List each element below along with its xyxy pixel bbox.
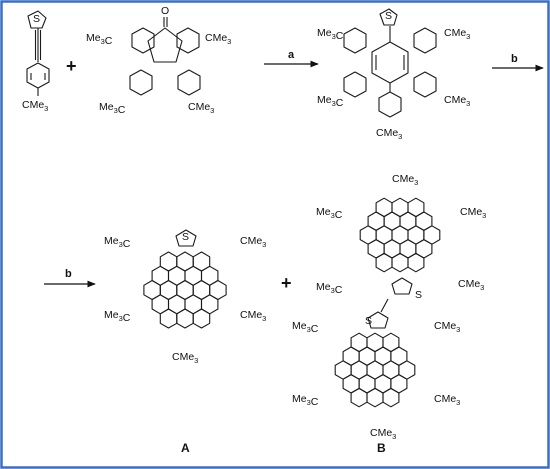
- tbu-label-22: Me3C: [292, 393, 319, 408]
- arrow-a-label: a: [288, 49, 295, 61]
- tbu-label-2: CMe3: [205, 32, 231, 46]
- tbu-label-12: Me3C: [104, 309, 131, 324]
- plus-sign-2: +: [281, 273, 292, 293]
- tbu-label-9: CMe3: [376, 127, 402, 141]
- product-a-ring-system: [143, 251, 227, 329]
- tbu-label-17: CMe3: [460, 206, 486, 220]
- tbu-label-8: CMe3: [444, 94, 470, 108]
- tbu-label-24: CMe3: [370, 427, 396, 441]
- tbu-label-11: CMe3: [240, 235, 266, 249]
- caption-product-b: B: [377, 441, 386, 455]
- tbu-label-16: Me3C: [316, 206, 343, 221]
- tbu-label-14: CMe3: [172, 351, 198, 365]
- tbu-label-1: Me3C: [86, 32, 113, 47]
- tbu-label-19: CMe3: [458, 278, 484, 292]
- aromatic-ring: [398, 360, 416, 380]
- tbu-label-23: CMe3: [434, 393, 460, 407]
- tbu-label-3: Me3C: [99, 101, 126, 116]
- product-a-structure: S Me3C CMe3 Me3C CMe3 CMe3: [104, 229, 266, 365]
- thiophene-s-label-5: S: [365, 315, 372, 327]
- tbu-label-10: Me3C: [104, 235, 131, 250]
- carbonyl-o-label: O: [161, 5, 169, 17]
- aromatic-ring: [423, 225, 441, 245]
- tbu-label-20: Me3C: [292, 320, 319, 335]
- thiophene-s-label-4: S: [415, 289, 422, 301]
- tbu-label-13: CMe3: [240, 309, 266, 323]
- product-b-structure: S S CMe3 Me3C CMe3 Me3C CMe3 Me3C CMe3 M…: [292, 173, 486, 441]
- tbu-label-15: CMe3: [392, 173, 418, 187]
- tbu-label-5: Me3C: [317, 27, 344, 42]
- plus-sign-1: +: [66, 56, 77, 76]
- thiophene-s-label-2: S: [385, 10, 392, 22]
- aromatic-ring: [209, 279, 227, 301]
- tbu-label-4: CMe3: [188, 101, 214, 115]
- thiophene-s-label-3: S: [182, 231, 189, 243]
- tbu-label-21: CMe3: [434, 320, 460, 334]
- arrow-b-top-label: b: [511, 53, 518, 65]
- alkyne-cme3-label: CMe3: [22, 99, 48, 113]
- tbu-label-18: Me3C: [316, 281, 343, 296]
- product-b-upper-ring-system: [359, 197, 441, 273]
- thiophene-s-label-1: S: [33, 13, 40, 25]
- tbu-label-7: Me3C: [317, 94, 344, 109]
- arrow-b-bottom-label: b: [65, 268, 72, 280]
- tbu-label-6: CMe3: [444, 27, 470, 41]
- product-b-lower-ring-system: [334, 332, 416, 408]
- thienyl-alkyne-structure: S CMe3: [22, 10, 50, 113]
- cyclopentadienone-structure: O Me3C CMe3 Me3C CMe3: [86, 5, 231, 116]
- caption-product-a: A: [181, 441, 190, 455]
- hexaarylbenzene-structure: S Me3C CMe3 Me3C CMe3 CMe3: [317, 8, 470, 141]
